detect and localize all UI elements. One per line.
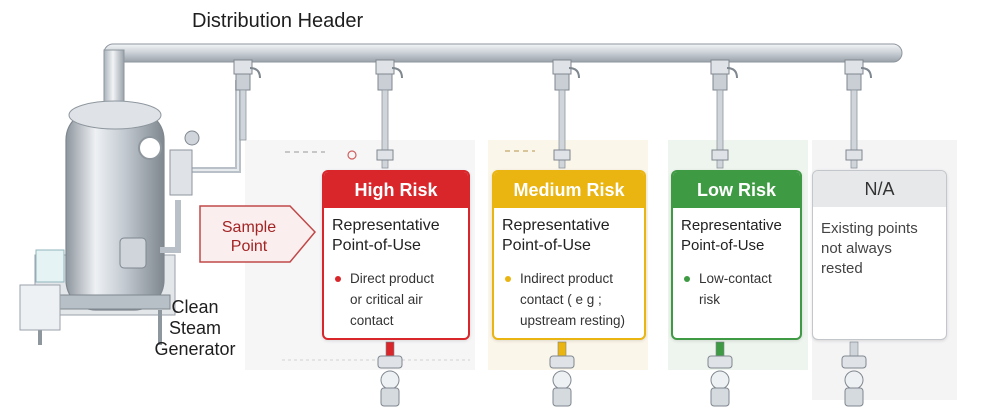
sample-fitting	[552, 387, 572, 407]
valve-body	[846, 73, 862, 91]
card-title: Representative Point-of-Use	[681, 216, 800, 256]
card-title-line: not always	[821, 240, 892, 257]
sample-point-label: Sample Point	[204, 218, 294, 256]
valve-handle-icon	[249, 67, 261, 79]
valve-body	[712, 73, 728, 91]
card-bullet-line: contact ( e g ;	[520, 292, 602, 307]
drop-pipe	[381, 89, 389, 169]
sample-valve	[707, 355, 733, 369]
valve-body	[552, 59, 572, 75]
card-heading: High Risk	[324, 172, 468, 208]
card-bullet: Direct product or critical air contact	[335, 268, 460, 331]
drop-pipe	[239, 89, 247, 141]
sample-fitting	[380, 387, 400, 407]
sample-point-arrow	[199, 205, 317, 263]
drop-connector	[845, 149, 863, 161]
drop-pipe	[558, 89, 566, 169]
card-heading: N/A	[813, 171, 946, 207]
valve-body	[844, 59, 864, 75]
card-title-line: rested	[821, 260, 863, 277]
card-bullet-line: upstream resting)	[520, 313, 626, 328]
bullet-dot-icon	[505, 276, 511, 282]
clean-steam-generator	[19, 100, 200, 345]
valve-body	[710, 59, 730, 75]
valve-handle-icon	[568, 67, 580, 79]
sample-valve	[377, 355, 403, 369]
sample-point-label-line: Point	[230, 238, 268, 255]
sample-fitting	[552, 370, 572, 390]
sample-tube	[715, 341, 725, 357]
card-bullet-line: Low-contact	[699, 271, 772, 286]
card-title-line: Representative	[502, 217, 610, 234]
sample-fitting	[380, 370, 400, 390]
sample-fitting	[710, 370, 730, 390]
sample-valve	[549, 355, 575, 369]
card-bullet-line: Indirect product	[520, 271, 614, 286]
distribution-header-pipe	[103, 43, 903, 63]
valve-body	[235, 73, 251, 91]
bullet-dot-icon	[335, 276, 341, 282]
card-title-line: Point-of-Use	[502, 237, 591, 254]
sample-fitting	[710, 387, 730, 407]
na-card: N/A Existing points not always rested	[812, 170, 947, 340]
sample-point-label-line: Sample	[221, 219, 277, 236]
valve-body	[233, 59, 253, 75]
card-title: Existing points not always rested	[821, 219, 946, 279]
card-title-line: Point-of-Use	[681, 237, 765, 254]
valve-handle-icon	[391, 67, 403, 79]
card-heading: Low Risk	[673, 172, 800, 208]
drop-pipe	[850, 89, 858, 169]
drop-connector	[553, 149, 571, 161]
high-risk-card: High Risk Representative Point-of-Use Di…	[322, 170, 470, 340]
sample-tube	[849, 341, 859, 357]
card-bullet-line: or critical air	[350, 292, 423, 307]
generator-label-line: Steam	[168, 318, 222, 338]
card-title: Representative Point-of-Use	[502, 216, 644, 256]
valve-body	[375, 59, 395, 75]
generator-label: Clean Steam Generator	[140, 297, 250, 360]
valve-body	[377, 73, 393, 91]
drop-connector	[376, 149, 394, 161]
sample-tube	[557, 341, 567, 357]
sample-valve	[841, 355, 867, 369]
valve-handle-icon	[726, 67, 738, 79]
card-bullet: Indirect product contact ( e g ; upstrea…	[505, 268, 636, 331]
generator-label-line: Clean	[171, 297, 219, 317]
card-bullet-line: contact	[350, 313, 394, 328]
card-bullet-line: Direct product	[350, 271, 435, 286]
distribution-header-label: Distribution Header	[192, 10, 364, 32]
card-title-line: Existing points	[821, 220, 918, 237]
sample-tube	[385, 341, 395, 357]
card-title: Representative Point-of-Use	[332, 216, 468, 256]
card-heading: Medium Risk	[494, 172, 644, 208]
valve-handle-icon	[860, 67, 872, 79]
bullet-dot-icon	[684, 276, 690, 282]
drop-pipe	[716, 89, 724, 169]
card-title-line: Representative	[332, 217, 440, 234]
generator-label-line: Generator	[154, 339, 236, 359]
drop-connector	[711, 149, 729, 161]
medium-risk-card: Medium Risk Representative Point-of-Use …	[492, 170, 646, 340]
low-risk-card: Low Risk Representative Point-of-Use Low…	[671, 170, 802, 340]
card-bullet-line: risk	[699, 292, 720, 307]
card-title-line: Representative	[681, 217, 782, 234]
card-bullet: Low-contact risk	[684, 268, 792, 310]
valve-body	[554, 73, 570, 91]
sample-fitting	[844, 370, 864, 390]
card-title-line: Point-of-Use	[332, 237, 421, 254]
sample-fitting	[844, 387, 864, 407]
